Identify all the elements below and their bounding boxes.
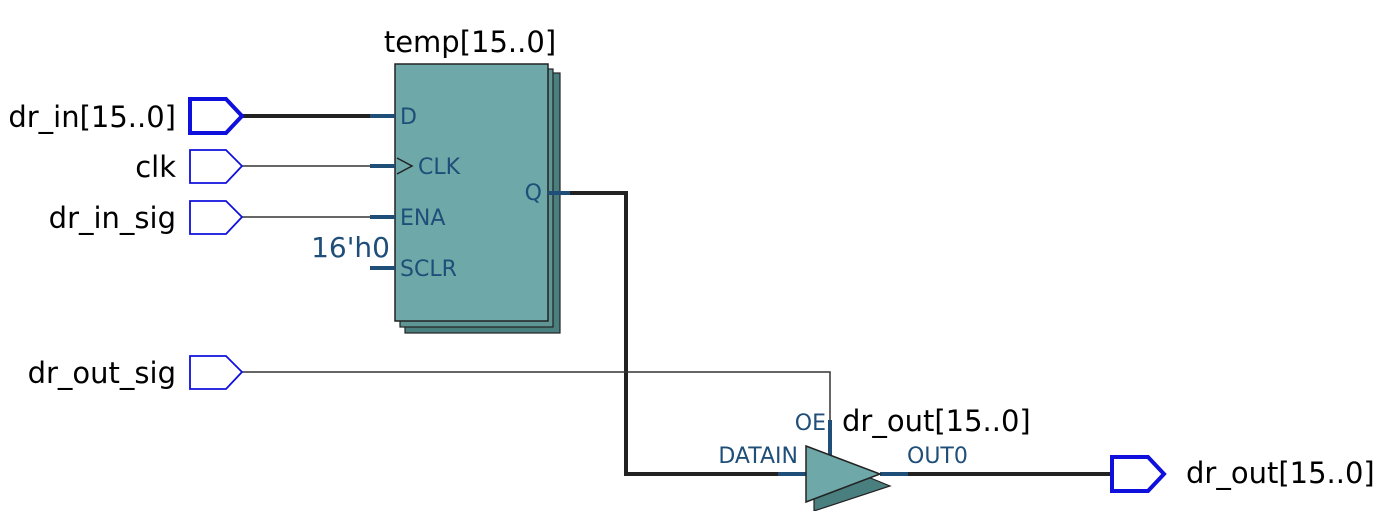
wires xyxy=(242,114,1112,476)
port-label-oe: OE xyxy=(795,411,826,436)
input-pin-label: dr_out_sig xyxy=(28,356,176,390)
input-pin-shape[interactable] xyxy=(189,355,244,390)
port-label-clk: CLK xyxy=(418,155,461,180)
tristate-body[interactable] xyxy=(805,444,883,504)
input-pin-shape[interactable] xyxy=(189,200,244,235)
input-pin-clk[interactable]: clk xyxy=(135,149,244,184)
register-body[interactable] xyxy=(394,63,549,322)
tristate-title: dr_out[15..0] xyxy=(842,404,1031,438)
port-label-sclr: SCLR xyxy=(400,257,457,282)
output-pin-shape[interactable] xyxy=(1110,455,1167,493)
register-title: temp[15..0] xyxy=(384,25,556,59)
port-label-q: Q xyxy=(525,181,542,206)
port-label-out0: OUT0 xyxy=(907,444,968,469)
input-pin-shape[interactable] xyxy=(188,97,245,135)
output-pin-label: dr_out[15..0] xyxy=(1186,456,1375,490)
register-temp[interactable]: temp[15..0] D CLK ENA SCLR Q 16'h0 xyxy=(311,25,570,334)
input-pin-dr-in[interactable]: dr_in[15..0] xyxy=(8,97,245,135)
port-label-ena: ENA xyxy=(400,206,445,231)
input-pin-label: dr_in_sig xyxy=(49,201,176,235)
input-pin-shape[interactable] xyxy=(189,149,244,184)
clock-edge-icon xyxy=(396,157,414,175)
wire-q-to-datain[interactable] xyxy=(570,191,780,476)
wire-dr-out-sig-to-oe[interactable] xyxy=(242,371,831,422)
tristate-buffer[interactable]: dr_out[15..0] OE DATAIN OUT0 xyxy=(718,404,1031,511)
input-pin-dr-out-sig[interactable]: dr_out_sig xyxy=(28,355,244,390)
input-pin-label: clk xyxy=(135,150,176,184)
input-pin-dr-in-sig[interactable]: dr_in_sig xyxy=(49,200,244,235)
sclr-constant: 16'h0 xyxy=(311,231,390,264)
port-label-datain: DATAIN xyxy=(718,444,798,469)
output-pin-dr-out[interactable]: dr_out[15..0] xyxy=(1110,455,1375,493)
input-pin-label: dr_in[15..0] xyxy=(8,100,176,134)
port-label-d: D xyxy=(400,105,417,130)
